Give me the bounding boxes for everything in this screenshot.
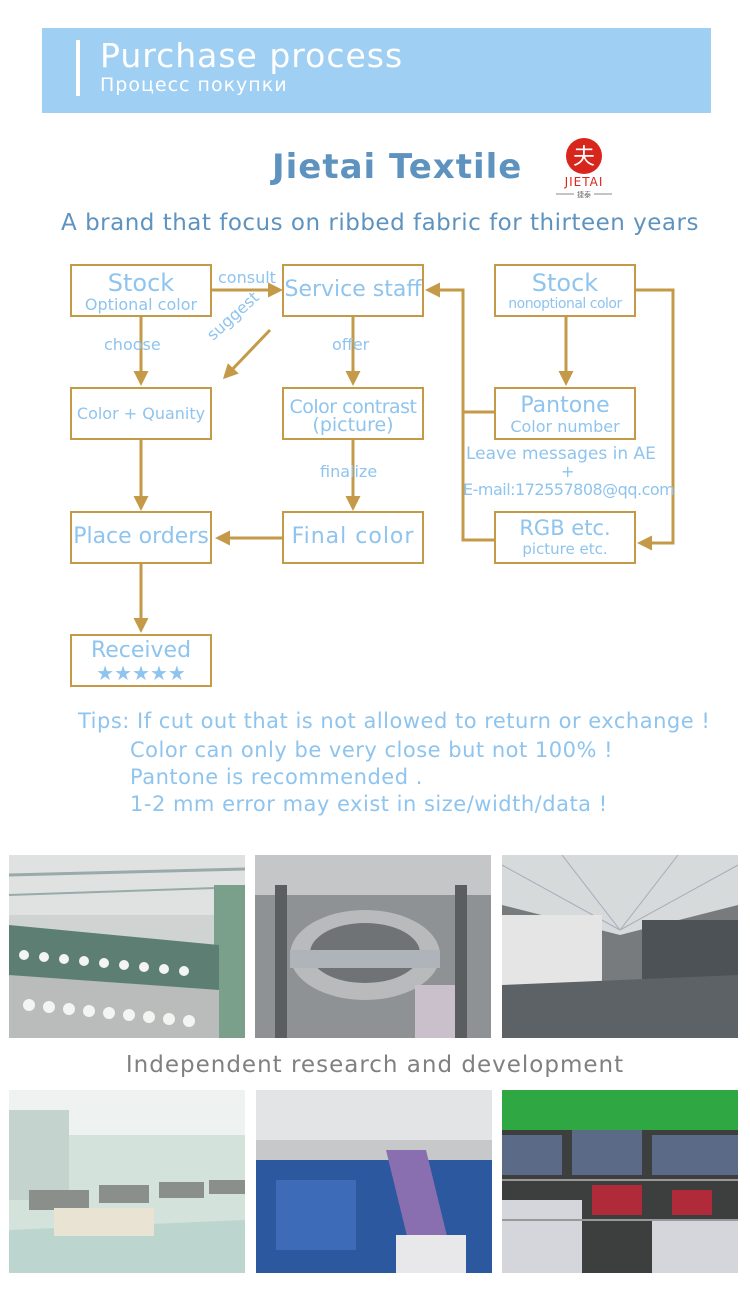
- tip-line-3: Pantone is recommended .: [130, 765, 423, 789]
- header-accent-bar: [76, 40, 80, 96]
- box-stock-nonoptional: Stock nonoptional color: [494, 264, 636, 317]
- label-choose: choose: [104, 335, 161, 354]
- photo-flat-knitting-room: [9, 1090, 245, 1273]
- tip-line-4: 1-2 mm error may exist in size/width/dat…: [130, 792, 608, 816]
- photo-fabric-warehouse: [502, 1090, 738, 1273]
- box-service-staff: Service staff: [282, 264, 424, 317]
- box-stock-optional: Stock Optional color: [70, 264, 212, 317]
- box-color-contrast: Color contrast (picture): [282, 387, 424, 440]
- photos-caption: Independent research and development: [125, 1052, 625, 1078]
- photo-spinning-machines: [9, 855, 245, 1038]
- header-banner: [42, 28, 711, 113]
- box-rgb: RGB etc. picture etc.: [494, 511, 636, 564]
- brand-tagline: A brand that focus on ribbed fabric for …: [61, 210, 699, 236]
- arrow-pantone-to-staff: [425, 282, 495, 414]
- photo-circular-knitting-machine: [255, 855, 491, 1038]
- photo-factory-floor: [502, 855, 738, 1038]
- photo-dyeing-machine: [256, 1090, 492, 1273]
- label-consult: consult: [218, 268, 276, 287]
- tip-line-2: Color can only be very close but not 100…: [130, 738, 614, 762]
- line-rgb-to-staff: [461, 412, 495, 542]
- logo-text: JIETAI: [564, 175, 604, 189]
- box-color-quanity: Color + Quanity: [70, 387, 212, 440]
- box-received: Received ★★★★★: [70, 634, 212, 687]
- arrow-suggest: [222, 328, 272, 380]
- label-finalize: finalize: [320, 462, 378, 481]
- page-subtitle: Процесс покупки: [100, 74, 288, 96]
- brand-name: Jietai Textile: [272, 147, 523, 187]
- logo-glyph: 夫: [573, 145, 595, 170]
- tip-line-1: Tips: If cut out that is not allowed to …: [78, 709, 711, 733]
- rating-stars: ★★★★★: [96, 661, 186, 685]
- logo-subtext: 捷泰: [577, 190, 591, 198]
- box-pantone: Pantone Color number: [494, 387, 636, 440]
- label-offer: offer: [332, 335, 370, 354]
- box-place-orders: Place orders: [70, 511, 212, 564]
- label-plus: +: [561, 462, 575, 481]
- page-title: Purchase process: [100, 36, 404, 75]
- brand-logo: 夫 JIETAI 捷泰: [554, 136, 614, 199]
- label-email: E-mail:172557808@qq.com: [463, 480, 675, 499]
- arrow-stock-to-rgb: [635, 288, 675, 551]
- label-leave-messages: Leave messages in AE: [466, 444, 656, 464]
- box-final-color: Final color: [282, 511, 424, 564]
